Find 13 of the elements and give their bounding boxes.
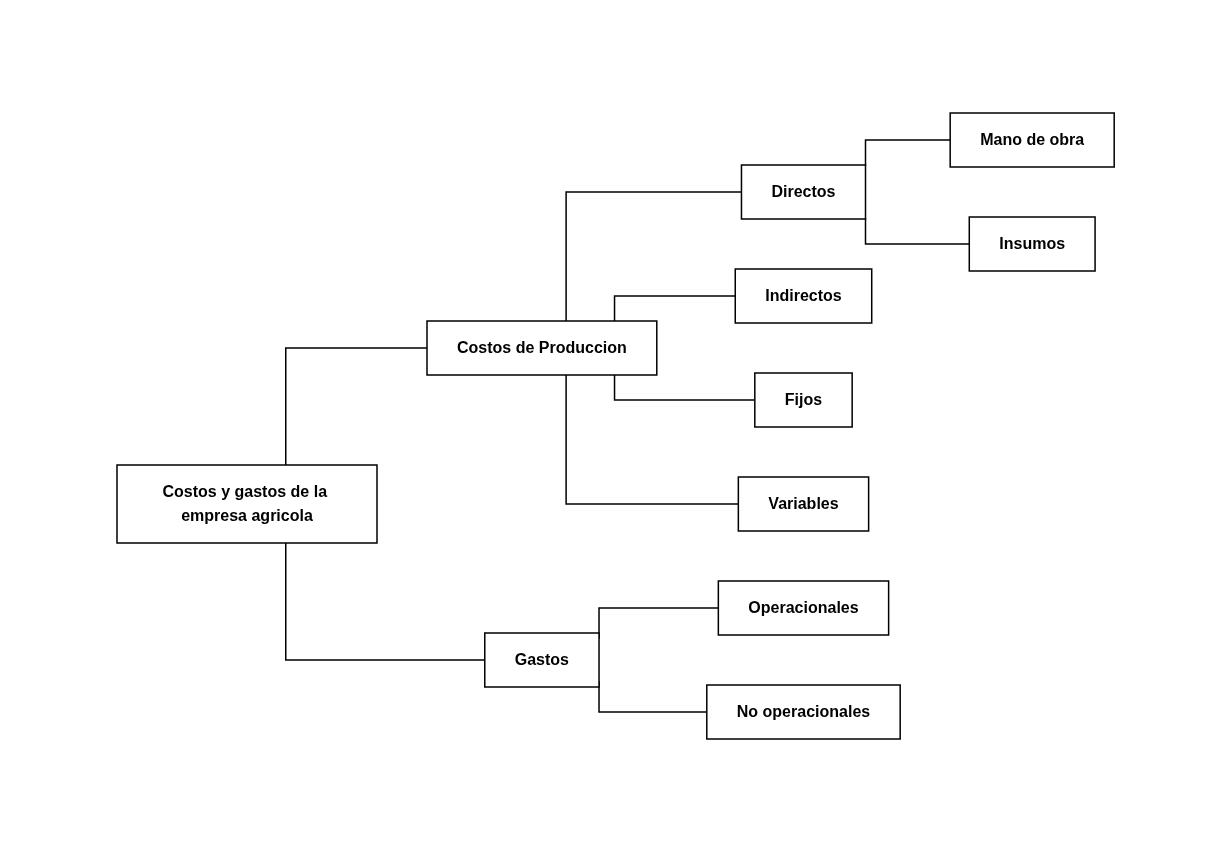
node-box: Costos de Produccion bbox=[426, 320, 658, 376]
node-box: Costos y gastos de la empresa agricola bbox=[116, 464, 379, 544]
node-box: Directos bbox=[741, 164, 867, 220]
connector bbox=[285, 542, 486, 661]
node-box: Variables bbox=[738, 476, 870, 532]
node-box: Gastos bbox=[484, 632, 601, 688]
node-box: Operacionales bbox=[718, 580, 890, 636]
node-box: Mano de obra bbox=[949, 112, 1116, 168]
connector bbox=[614, 374, 756, 401]
node-box: Fijos bbox=[754, 372, 854, 428]
node-box: Insumos bbox=[968, 216, 1097, 272]
node-box: Indirectos bbox=[734, 268, 873, 324]
node-box: No operacionales bbox=[706, 684, 902, 740]
